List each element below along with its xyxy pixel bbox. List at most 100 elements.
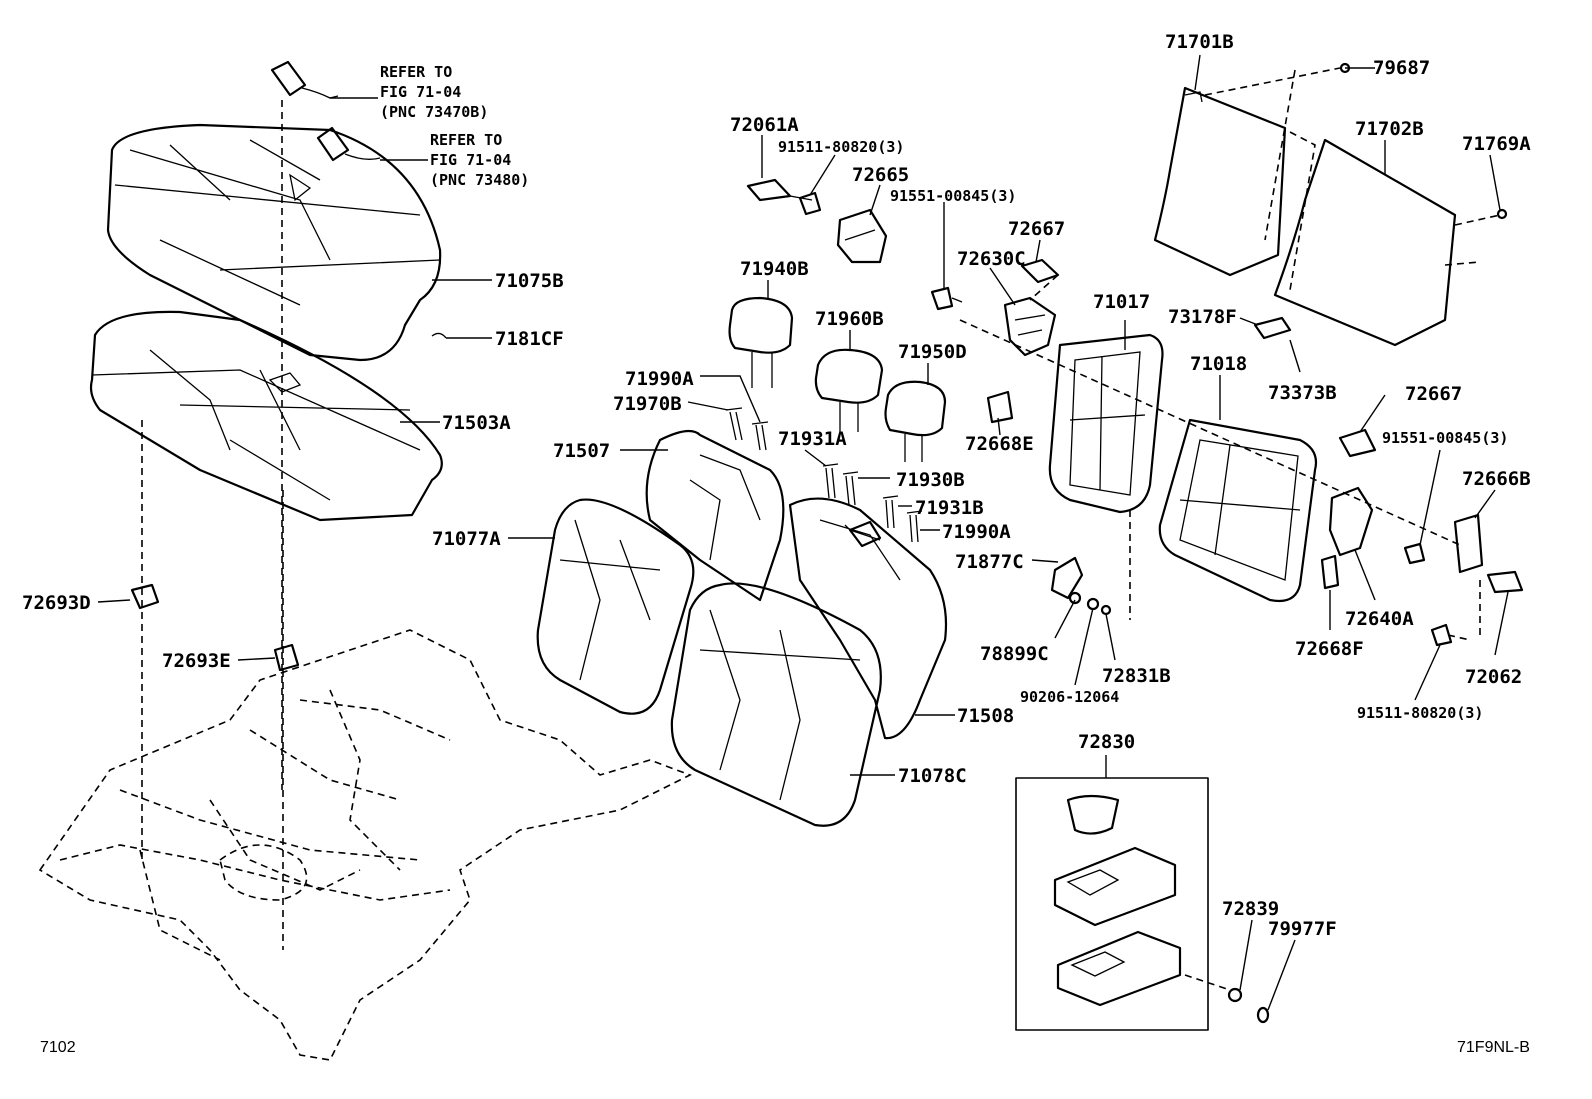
label-71769A: 71769A — [1462, 133, 1531, 155]
label-72693E: 72693E — [162, 650, 231, 672]
label-90206-12064: 90206-12064 — [1020, 688, 1119, 706]
label-71990A-a: 71990A — [625, 368, 694, 390]
label-71931B: 71931B — [915, 497, 984, 519]
guide-lines-right-b — [1447, 580, 1481, 641]
footer-right-code: 71F9NL-B — [1457, 1039, 1530, 1056]
label-72667-a: 72667 — [1008, 218, 1065, 240]
label-71507: 71507 — [553, 440, 610, 462]
cover-72667-b — [1338, 428, 1377, 458]
seatback-71078C — [670, 582, 882, 827]
frame-71017 — [1048, 333, 1164, 514]
label-71877C: 71877C — [955, 551, 1024, 573]
label-71018: 71018 — [1190, 353, 1247, 375]
label-71075B: 71075B — [495, 270, 564, 292]
bolt-91551-b — [1403, 542, 1426, 565]
board-71701B — [1153, 86, 1287, 277]
clip-71769A — [1496, 208, 1508, 220]
refer-note-2-line2: FIG 71-04 — [430, 151, 511, 169]
bolt-91511-a — [798, 191, 822, 216]
headrest-71950D — [884, 380, 947, 462]
seatback-71077A — [536, 498, 695, 715]
floor-pan — [38, 629, 692, 1061]
label-72668E: 72668E — [965, 433, 1034, 455]
lock-72640A — [1328, 486, 1374, 557]
label-71970B: 71970B — [613, 393, 682, 415]
guide-line-armrest — [1184, 974, 1231, 991]
cap-72839 — [1227, 987, 1243, 1003]
label-72667-b: 72667 — [1405, 383, 1462, 405]
label-72831B: 72831B — [1102, 665, 1171, 687]
label-71931A: 71931A — [778, 428, 847, 450]
guide-line-f — [1029, 274, 1059, 301]
label-91551-00845-b: 91551-00845(3) — [1382, 429, 1508, 447]
cover-72666B — [1453, 513, 1484, 574]
label-7181CF: 7181CF — [495, 328, 564, 350]
label-71930B: 71930B — [896, 469, 965, 491]
cover-73373B — [1253, 316, 1292, 340]
label-73178F: 73178F — [1168, 306, 1237, 328]
label-73373B: 73373B — [1268, 382, 1337, 404]
armrest-box-72830 — [1015, 777, 1209, 1031]
label-72666B: 72666B — [1462, 468, 1531, 490]
cover-72668F — [1320, 554, 1340, 590]
label-71503A: 71503A — [442, 412, 511, 434]
label-72693D: 72693D — [22, 592, 91, 614]
leader-lines — [97, 54, 1509, 1011]
label-71017: 71017 — [1093, 291, 1150, 313]
labels: REFER TO FIG 71-04 (PNC 73470B) REFER TO… — [22, 31, 1531, 1056]
clip-79977F — [1256, 1006, 1270, 1024]
label-72665: 72665 — [852, 164, 909, 186]
label-72062: 72062 — [1465, 666, 1522, 688]
guide-lines-right — [1204, 67, 1501, 291]
lock-72630C — [1003, 296, 1057, 357]
label-72839: 72839 — [1222, 898, 1279, 920]
label-71077A: 71077A — [432, 528, 501, 550]
label-91551-00845-a: 91551-00845(3) — [890, 187, 1016, 205]
refer-note-1-line3: (PNC 73470B) — [380, 103, 488, 121]
board-71702B — [1273, 138, 1457, 347]
refer-note-1-line2: FIG 71-04 — [380, 83, 461, 101]
guide-line-d — [959, 319, 1461, 546]
cover-72665 — [836, 208, 888, 264]
label-72640A: 72640A — [1345, 608, 1414, 630]
seatback-pad-71507 — [645, 429, 785, 602]
label-79977F: 79977F — [1268, 918, 1337, 940]
hook-7181CF — [431, 332, 447, 339]
bolt-91551-a — [930, 286, 963, 311]
cover-72667-a — [1020, 258, 1060, 284]
label-79687: 79687 — [1373, 57, 1430, 79]
hinge-71877C — [1050, 556, 1084, 600]
bolt-91511-b — [1430, 623, 1453, 647]
guide-pins — [725, 407, 923, 543]
label-71508: 71508 — [957, 705, 1014, 727]
clip-72693E — [273, 643, 300, 672]
label-71701B: 71701B — [1165, 31, 1234, 53]
label-78899C: 78899C — [980, 643, 1049, 665]
refer-note-2-line3: (PNC 73480) — [430, 171, 529, 189]
seat-cushion-pad-71503A — [89, 310, 443, 522]
label-71960B: 71960B — [815, 308, 884, 330]
clip-72693D — [130, 583, 160, 610]
label-91511-80820-a: 91511-80820(3) — [778, 138, 904, 156]
label-71990A-b: 71990A — [942, 521, 1011, 543]
label-72830: 72830 — [1078, 731, 1135, 753]
cover-72668E — [986, 390, 1014, 424]
headrest-71940B — [728, 296, 794, 388]
label-72630C: 72630C — [957, 248, 1026, 270]
label-91511-80820-b: 91511-80820(3) — [1357, 704, 1483, 722]
label-71950D: 71950D — [898, 341, 967, 363]
refer-note-1-line1: REFER TO — [380, 63, 452, 81]
label-71078C: 71078C — [898, 765, 967, 787]
bracket-72062 — [1486, 570, 1524, 594]
label-72061A: 72061A — [730, 114, 799, 136]
headrest-71960B — [814, 348, 884, 432]
footer-left-code: 7102 — [40, 1039, 76, 1056]
label-71702B: 71702B — [1355, 118, 1424, 140]
washers — [1068, 591, 1112, 616]
refer-note-2-line1: REFER TO — [430, 131, 502, 149]
seat-cushion-cover-71075B — [106, 123, 442, 362]
seat-belt-buckle-a — [270, 60, 381, 162]
label-71940B: 71940B — [740, 258, 809, 280]
frame-71018 — [1158, 418, 1318, 603]
